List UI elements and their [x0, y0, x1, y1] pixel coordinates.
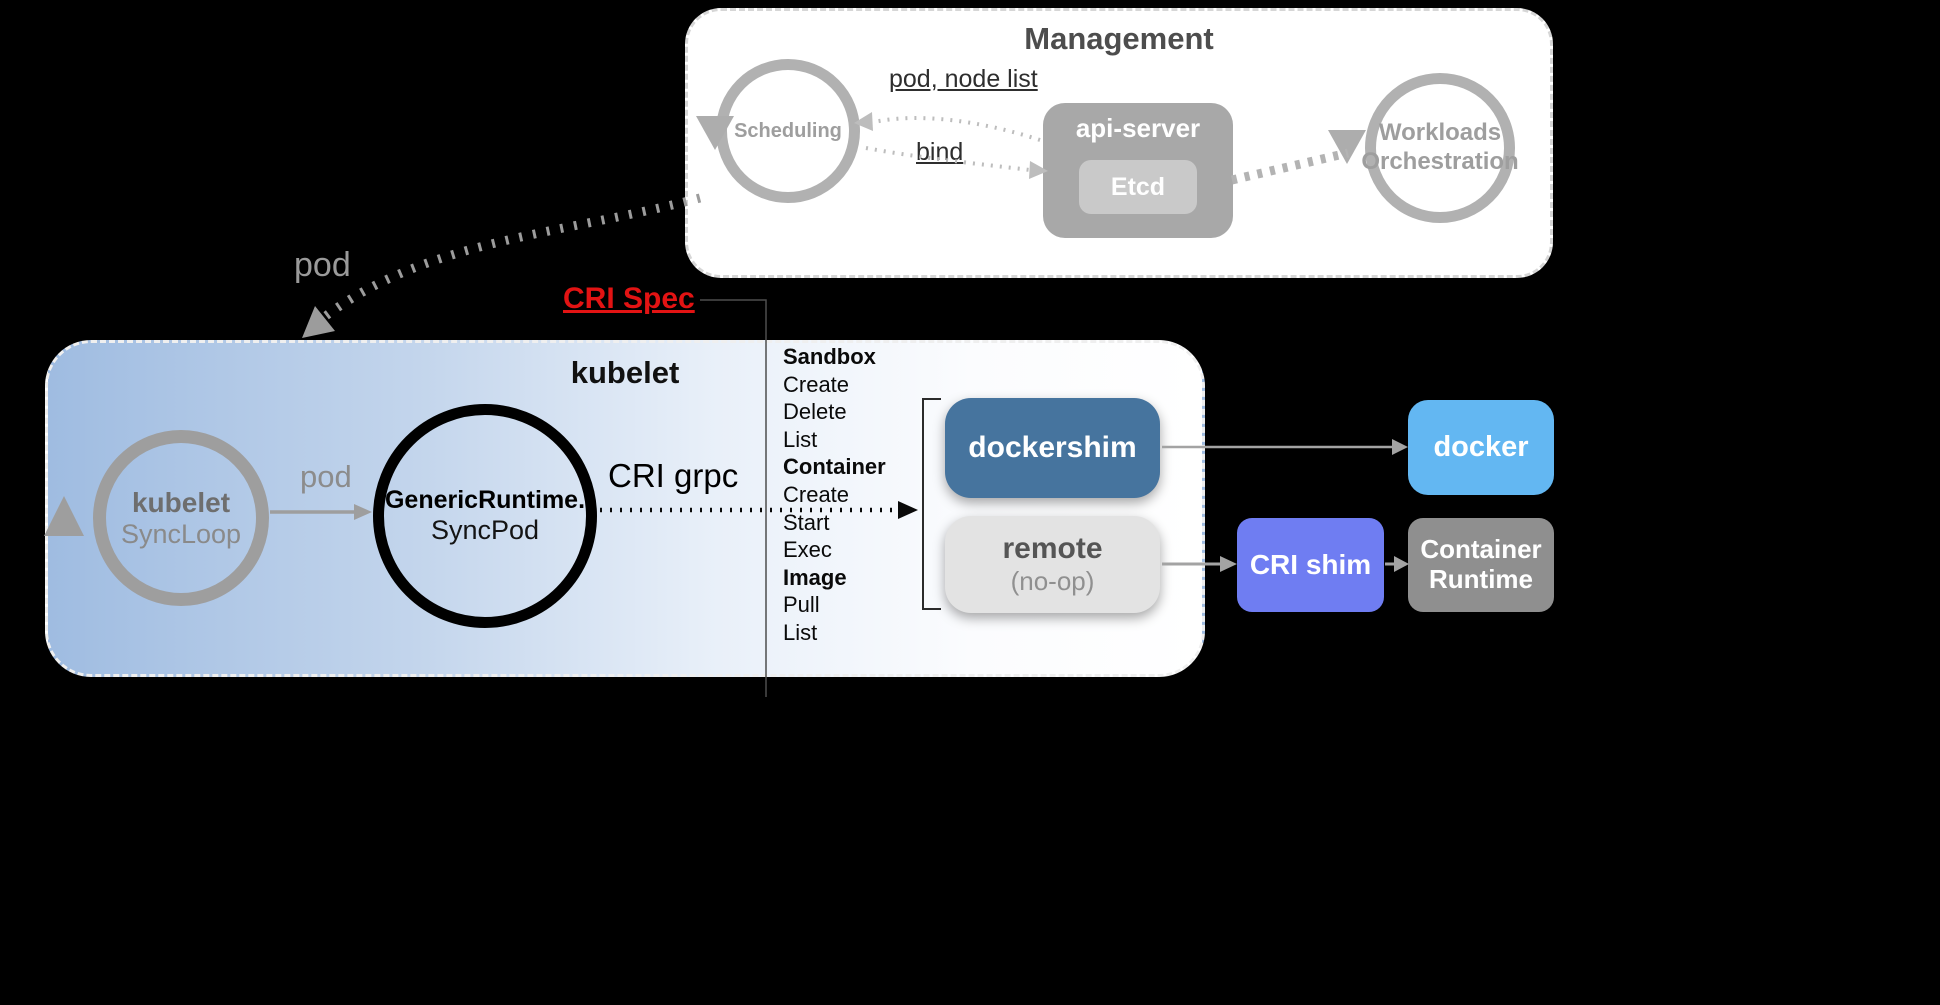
container-runtime-label-line1: Container — [1420, 534, 1542, 565]
container-runtime-box: Container Runtime — [1408, 518, 1554, 612]
cri-op-create2: Create — [783, 481, 850, 507]
generic-runtime-circle: GenericRuntime. SyncPod — [373, 404, 597, 628]
cri-grpc-label: CRI grpc — [608, 457, 739, 494]
pod-flow-label: pod — [294, 246, 351, 284]
kubelet-title: kubelet — [570, 355, 680, 390]
bind-label: bind — [916, 138, 964, 166]
cri-op-create: Create — [783, 371, 850, 397]
workloads-label-line1: Workloads — [1378, 119, 1502, 147]
cri-op-pull: Pull — [783, 592, 820, 618]
docker-label: docker — [1433, 431, 1529, 463]
remote-to-crishim-arrowhead-icon — [1220, 556, 1237, 572]
etcd-box: Etcd — [1079, 160, 1197, 214]
kubelet-box: kubelet kubelet SyncLoop pod GenericRunt… — [45, 340, 1205, 677]
cri-op-delete: Delete — [783, 399, 847, 425]
container-runtime-label-line2: Runtime — [1429, 564, 1533, 594]
pod-node-list-label: pod, node list — [889, 65, 1038, 93]
cri-shim-box: CRI shim — [1237, 518, 1384, 612]
kubelet-syncloop-circle: kubelet SyncLoop — [93, 430, 269, 606]
cri-op-list: List — [783, 426, 818, 452]
cri-op-image: Image — [783, 564, 847, 590]
remote-box: remote (no-op) — [945, 516, 1160, 613]
management-box: Management Scheduling pod, node list bin… — [685, 8, 1553, 278]
cri-op-list2: List — [783, 619, 818, 645]
api-server-label: api-server — [1075, 113, 1201, 143]
workloads-label-line2: Orchestration — [1361, 148, 1519, 175]
cri-operations-list: Sandbox Create Delete List Container Cre… — [783, 344, 886, 648]
cri-op-container: Container — [783, 454, 886, 480]
cri-shim-label: CRI shim — [1249, 549, 1372, 580]
api-server-box: api-server Etcd — [1043, 103, 1233, 238]
dockershim-box: dockershim — [945, 398, 1160, 498]
generic-runtime-label-line1: GenericRuntime. — [384, 486, 586, 514]
workloads-orchestration-circle: Workloads Orchestration — [1361, 73, 1519, 223]
dockershim-label: dockershim — [968, 431, 1137, 464]
cri-op-start: Start — [783, 509, 830, 535]
crishim-to-runtime-arrowhead-icon — [1394, 556, 1409, 572]
cri-op-sandbox: Sandbox — [783, 344, 876, 369]
remote-label-line1: remote — [1002, 532, 1103, 565]
cri-op-exec: Exec — [783, 537, 832, 563]
syncloop-label-line1: kubelet — [131, 486, 231, 518]
pod-flow-arrowhead-icon — [302, 306, 335, 338]
scheduling-circle: Scheduling — [716, 59, 860, 203]
docker-box: docker — [1408, 400, 1554, 495]
management-title: Management — [1024, 21, 1214, 56]
pod-arrow-label: pod — [300, 459, 352, 494]
syncloop-label-line2: SyncLoop — [120, 518, 242, 549]
cri-spec-label: CRI Spec — [563, 282, 695, 315]
dockershim-to-docker-arrowhead-icon — [1392, 439, 1408, 455]
scheduling-label: Scheduling — [734, 119, 842, 142]
generic-runtime-label-line2: SyncPod — [430, 515, 540, 545]
remote-label-line2: (no-op) — [1010, 566, 1095, 596]
etcd-label: Etcd — [1110, 172, 1166, 201]
